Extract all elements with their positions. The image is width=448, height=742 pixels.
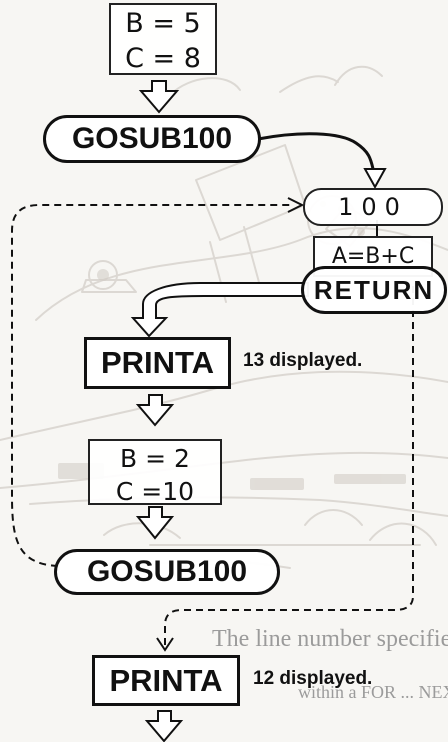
gosub-first-label: GOSUB100 <box>72 122 232 156</box>
second-print-label: PRINTA <box>109 663 222 699</box>
down-arrow-2-icon <box>138 395 172 425</box>
initial-values-box: B = 5 C = 8 <box>109 3 217 75</box>
down-arrow-1-icon <box>141 81 177 112</box>
down-arrow-4-icon <box>147 711 181 741</box>
updated-values-box: B = 2 C =10 <box>88 439 222 505</box>
return-node: RETURN <box>301 266 447 314</box>
gosub-second-label: GOSUB100 <box>87 555 247 589</box>
updated-value-b: B = 2 <box>90 446 220 471</box>
gosub-to-subroutine-arrow <box>258 134 374 173</box>
initial-value-c: C = 8 <box>111 45 215 72</box>
subroutine-arrow-head-icon <box>365 169 385 187</box>
gosub-second-node: GOSUB100 <box>54 549 280 595</box>
subroutine-start-node: 100 <box>303 188 443 226</box>
updated-value-c: C =10 <box>90 479 220 504</box>
return-bent-arrow-icon <box>133 283 308 336</box>
first-print-label: PRINTA <box>101 345 214 381</box>
first-print-result: 13 displayed. <box>243 350 362 372</box>
subroutine-start-label: 100 <box>338 193 408 221</box>
return-label: RETURN <box>314 275 434 306</box>
second-print-result: 12 displayed. <box>253 668 372 690</box>
second-print-node: PRINTA <box>92 655 240 706</box>
down-arrow-3-icon <box>138 507 172 538</box>
gosub-first-node: GOSUB100 <box>43 115 261 163</box>
initial-value-b: B = 5 <box>111 10 215 37</box>
first-print-node: PRINTA <box>84 337 231 389</box>
dashed-loop-arrow-icon <box>288 198 302 212</box>
